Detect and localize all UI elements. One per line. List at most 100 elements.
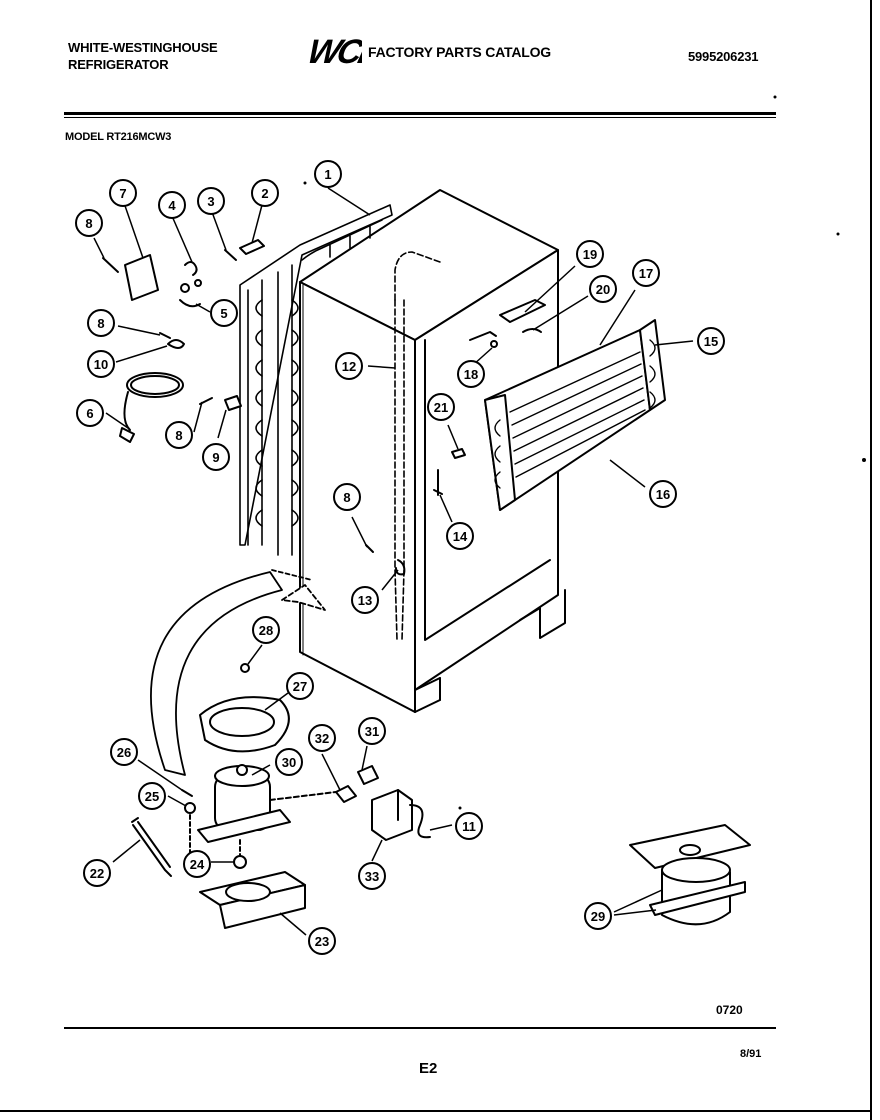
callout-8: 8 (75, 209, 103, 237)
refrigerator-cabinet (299, 189, 566, 713)
callout-number: 8 (175, 428, 182, 443)
callout-number: 3 (207, 194, 214, 209)
callout-number: 30 (282, 755, 296, 770)
callout-21: 21 (427, 393, 455, 421)
catalog-title: FACTORY PARTS CATALOG (368, 44, 551, 60)
compressor-30 (197, 764, 291, 843)
callout-number: 14 (453, 529, 468, 544)
callout-number: 15 (704, 334, 718, 349)
scan-dot (836, 232, 840, 236)
illustration-code: 0720 (716, 1003, 743, 1017)
callout-circle (308, 724, 336, 752)
callout-number: 13 (358, 593, 372, 608)
callout-circle (351, 586, 379, 614)
callout-number: 8 (97, 316, 104, 331)
callout-number: 24 (190, 857, 205, 872)
page-border-bottom (0, 1110, 872, 1112)
wire-18 (469, 331, 497, 341)
scan-dot (458, 806, 462, 810)
model-number: MODEL RT216MCW3 (65, 131, 172, 143)
header-rule (64, 112, 776, 115)
washer-25 (184, 802, 196, 814)
callout-number: 5 (220, 306, 227, 321)
callout-circle (286, 672, 314, 700)
condenser-coil (239, 204, 393, 556)
left-hardware (102, 254, 242, 443)
callout-circle (649, 480, 677, 508)
callout-24: 24 (183, 850, 211, 878)
screw-18 (490, 340, 498, 348)
callout-8: 8 (165, 421, 193, 449)
callout-circle (632, 259, 660, 287)
callout-13: 13 (351, 586, 379, 614)
wci-logo: WCI (304, 33, 362, 70)
callout-number: 20 (596, 282, 610, 297)
heater-14 (433, 469, 443, 496)
callout-1: 1 (314, 160, 342, 188)
callout-number: 7 (119, 186, 126, 201)
callout-circle (308, 927, 336, 955)
footer-rule (64, 1027, 776, 1029)
callout-28: 28 (252, 616, 280, 644)
callout-5: 5 (210, 299, 238, 327)
drain-pan-27 (199, 696, 290, 753)
callout-number: 8 (85, 216, 92, 231)
callout-number: 2 (261, 186, 268, 201)
capacitor-33 (371, 789, 413, 841)
callout-circle (584, 902, 612, 930)
callout-number: 22 (90, 866, 104, 881)
callout-circle (75, 209, 103, 237)
callout-circle (252, 616, 280, 644)
callout-number: 16 (656, 487, 670, 502)
relay-31 (357, 765, 379, 785)
scan-dot (773, 95, 777, 99)
page-label: E2 (419, 1060, 438, 1077)
callout-circle (358, 717, 386, 745)
mounting-bracket-23 (199, 871, 306, 929)
scan-dot (862, 458, 866, 462)
callout-number: 23 (315, 934, 329, 949)
callout-23: 23 (308, 927, 336, 955)
callout-circle (87, 350, 115, 378)
drain-tube (394, 251, 441, 641)
callout-9: 9 (202, 443, 230, 471)
callout-16: 16 (649, 480, 677, 508)
clip-20 (522, 328, 542, 333)
callout-4: 4 (158, 191, 186, 219)
screw-21 (451, 448, 466, 459)
callout-25: 25 (138, 782, 166, 810)
callout-number: 27 (293, 679, 307, 694)
callout-32: 32 (308, 724, 336, 752)
callout-22: 22 (83, 859, 111, 887)
callout-18: 18 (457, 360, 485, 388)
callout-33: 33 (358, 862, 386, 890)
callout-circle (202, 443, 230, 471)
callout-2: 2 (251, 179, 279, 207)
callout-circle (210, 299, 238, 327)
callout-number: 25 (145, 789, 159, 804)
logo-text: WCI (304, 33, 362, 70)
callout-number: 21 (434, 400, 448, 415)
callout-6: 6 (76, 399, 104, 427)
callout-8: 8 (87, 309, 115, 337)
callout-number: 11 (462, 819, 476, 834)
clip-26 (181, 789, 193, 797)
callout-circle (589, 275, 617, 303)
callout-15: 15 (697, 327, 725, 355)
callout-circle (110, 738, 138, 766)
screw-3 (224, 249, 237, 261)
callout-7: 7 (109, 179, 137, 207)
callout-number: 33 (365, 869, 379, 884)
callout-26: 26 (110, 738, 138, 766)
callout-circle (165, 421, 193, 449)
callout-19: 19 (576, 240, 604, 268)
callout-number: 32 (315, 731, 329, 746)
callout-11: 11 (455, 812, 483, 840)
callout-circle (138, 782, 166, 810)
callout-number: 1 (324, 167, 331, 182)
callout-circle (333, 483, 361, 511)
callout-3: 3 (197, 187, 225, 215)
callout-number: 28 (259, 623, 273, 638)
